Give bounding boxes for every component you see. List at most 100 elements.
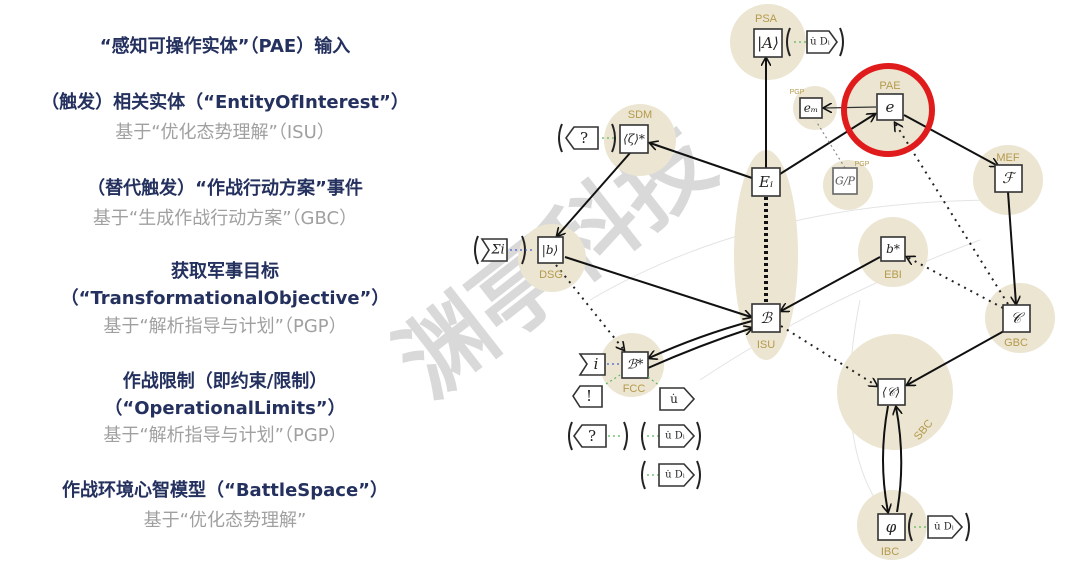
node-ei[interactable]: Eᵢ [751, 167, 781, 197]
node-symbol: G/P [835, 175, 855, 188]
node-box [877, 513, 906, 541]
node-box [832, 167, 858, 195]
node-em[interactable]: eₘ PGP [790, 89, 823, 119]
node-ebi[interactable]: b* EBI [880, 236, 906, 281]
sdm-query: ? [558, 123, 616, 153]
node-pae[interactable]: PAE e [876, 80, 904, 121]
item-objective-source: 基于“解析指导与计划”（PGP） [103, 316, 347, 337]
node-psa[interactable]: PSA |A⟩ [753, 13, 783, 58]
node-label: DSG [539, 269, 563, 281]
output-symbol: u̇ Dᵢ [810, 37, 830, 48]
dsg-input: Σi [474, 235, 535, 265]
node-fcc[interactable]: ℬ* FCC [621, 351, 649, 395]
node-label: ISU [757, 339, 775, 351]
item-objective-title2: （“TransformationalObjective”） [60, 288, 390, 309]
item-coa-source: 基于“生成作战行动方案”（GBC） [92, 208, 358, 229]
node-isu[interactable]: ℬ ISU [751, 303, 781, 351]
node-box [753, 28, 783, 58]
node-label: SDM [628, 109, 652, 121]
node-box [619, 124, 649, 154]
node-symbol: |b⟩ [542, 243, 558, 257]
pae-highlight-ring [841, 63, 935, 157]
node-label: GBC [1004, 337, 1028, 349]
edge-dsg-isu [564, 256, 751, 317]
node-box [799, 97, 823, 119]
item-limits-source: 基于“解析指导与计划”（PGP） [103, 425, 347, 446]
query-symbol: ? [588, 427, 596, 445]
edge-ei-pae [779, 114, 875, 175]
node-ibc[interactable]: φ IBC [877, 513, 906, 558]
fcc-side-items: i ! u̇ ? u̇ Dᵢ u̇ Dᵢ [568, 353, 701, 490]
u-symbol: u̇ [670, 392, 678, 406]
psa-output: u̇ Dᵢ [786, 27, 844, 57]
item-limits-title: 作战限制（即约束/限制） [122, 371, 328, 392]
item-eoi-source: 基于“优化态势理解”（ISU） [115, 122, 335, 143]
node-mef[interactable]: MEF ℱ [994, 152, 1023, 193]
node-gp[interactable]: G/P PGP [832, 161, 870, 195]
node-sdm[interactable]: SDM ⟨ζ⟩* [619, 109, 652, 154]
output-symbol: u̇ Dᵢ [934, 522, 954, 533]
edge-gbc-pae-dotted [895, 123, 1009, 305]
edge-fcc-isu [647, 328, 752, 369]
node-box [751, 167, 781, 197]
node-label: PGP [855, 161, 870, 168]
edge-ibc-sbc [896, 407, 901, 513]
item-objective-title: 获取军事目标 [171, 261, 279, 282]
edge-isu-fcc [649, 320, 753, 358]
node-label: PAE [879, 80, 900, 92]
item-battlespace-source: 基于“优化态势理解” [143, 510, 307, 531]
item-pae-title: “感知可操作实体”（PAE）输入 [99, 36, 351, 57]
node-box [877, 378, 906, 406]
node-symbol: Eᵢ [758, 173, 773, 191]
edge-gp-em-dotted [815, 120, 846, 169]
node-dsg[interactable]: |b⟩ DSG [537, 236, 564, 281]
edge-sdm-dsg [557, 152, 631, 236]
ibc-output: u̇ Dᵢ [908, 512, 970, 542]
edge-gbc-ebi-dotted [907, 257, 1004, 309]
node-symbol: ⟨ζ⟩* [623, 132, 645, 146]
edge-mef-gbc [1007, 191, 1016, 304]
item-limits-title2: （“OperationalLimits”） [104, 398, 346, 419]
node-box [537, 236, 564, 264]
edge-sbc-ibc [883, 405, 888, 512]
node-symbol: b* [886, 242, 900, 256]
alert-symbol: ! [586, 387, 592, 405]
node-symbol: ⟨𝒞⟩ [882, 385, 900, 399]
left-text-panel: “感知可操作实体”（PAE）输入 （触发）相关实体（“EntityOfInter… [0, 0, 450, 572]
node-box [876, 93, 904, 121]
node-symbol: ℱ [1002, 169, 1017, 187]
node-symbol: ℬ [760, 309, 773, 327]
node-symbol: ℬ* [627, 358, 644, 373]
node-box [994, 164, 1023, 193]
node-symbol: e [886, 98, 895, 116]
query-symbol: ? [580, 129, 588, 147]
node-label: IBC [881, 546, 899, 558]
sum-symbol: Σi [490, 243, 504, 258]
edge-pae-mef [903, 114, 998, 166]
node-gbc[interactable]: 𝒞 GBC [1002, 304, 1031, 349]
node-label: PSA [755, 13, 778, 25]
node-box [621, 351, 649, 379]
node-box [1002, 304, 1031, 333]
node-label: FCC [623, 383, 646, 395]
node-symbol: φ [886, 518, 897, 536]
edge-isu-sbc-dotted [780, 325, 877, 386]
edge-pae-em [824, 107, 877, 108]
edge-ebi-isu [781, 256, 881, 311]
edge-ei-sdm [650, 143, 753, 179]
node-label: PGP [790, 89, 805, 96]
item-coa-title: （替代触发）“作战行动方案”事件 [87, 178, 363, 199]
item-battlespace-title: 作战环境心智模型（“BattleSpace”） [62, 480, 388, 501]
node-box [880, 236, 906, 262]
node-label: MEF [996, 152, 1020, 164]
node-symbol: |A⟩ [757, 34, 779, 52]
output-symbol: u̇ Dᵢ [665, 431, 685, 442]
node-box [751, 303, 781, 333]
output-symbol: u̇ Dᵢ [665, 470, 685, 481]
node-symbol: eₘ [804, 101, 818, 115]
info-symbol: i [594, 355, 599, 373]
node-label: EBI [884, 269, 902, 281]
edges [555, 58, 1016, 513]
edge-gbc-sbc [907, 330, 1005, 385]
item-eoi-title: （触发）相关实体（“EntityOfInterest”） [41, 92, 409, 113]
